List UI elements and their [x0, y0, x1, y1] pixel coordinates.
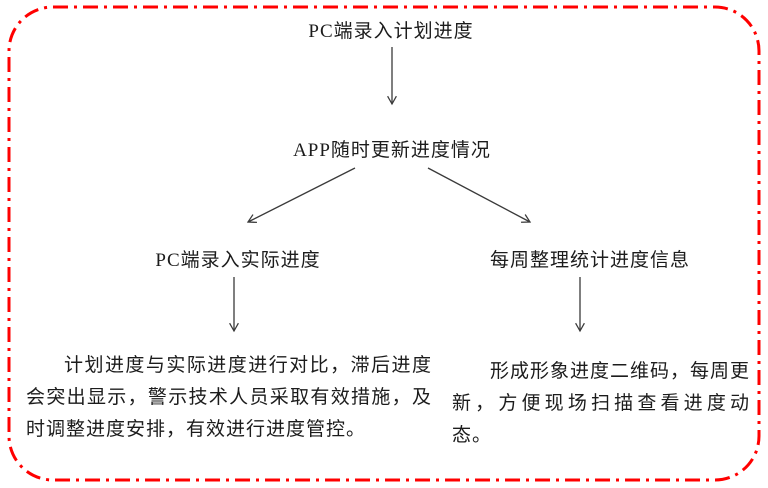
- diagonal-arrow-right: [427, 167, 532, 223]
- node-app-update: APP随时更新进度情况: [293, 140, 491, 161]
- node-weekly-statistics: 每周整理统计进度信息: [489, 250, 691, 271]
- paragraph-progress-comparison: 计划进度与实际进度进行对比，滞后进度会突出显示，警示技术人员采取有效措施，及时调…: [26, 355, 432, 440]
- node-pc-plan-entry: PC端录入计划进度: [308, 21, 474, 42]
- paragraph-qr-code: 形成形象进度二维码，每周更新，方便现场扫描查看进度动态。: [452, 361, 751, 446]
- diagonal-arrow-left: [246, 167, 356, 224]
- dashed-red-border: [7, 5, 761, 482]
- node-pc-actual-entry: PC端录入实际进度: [155, 250, 321, 271]
